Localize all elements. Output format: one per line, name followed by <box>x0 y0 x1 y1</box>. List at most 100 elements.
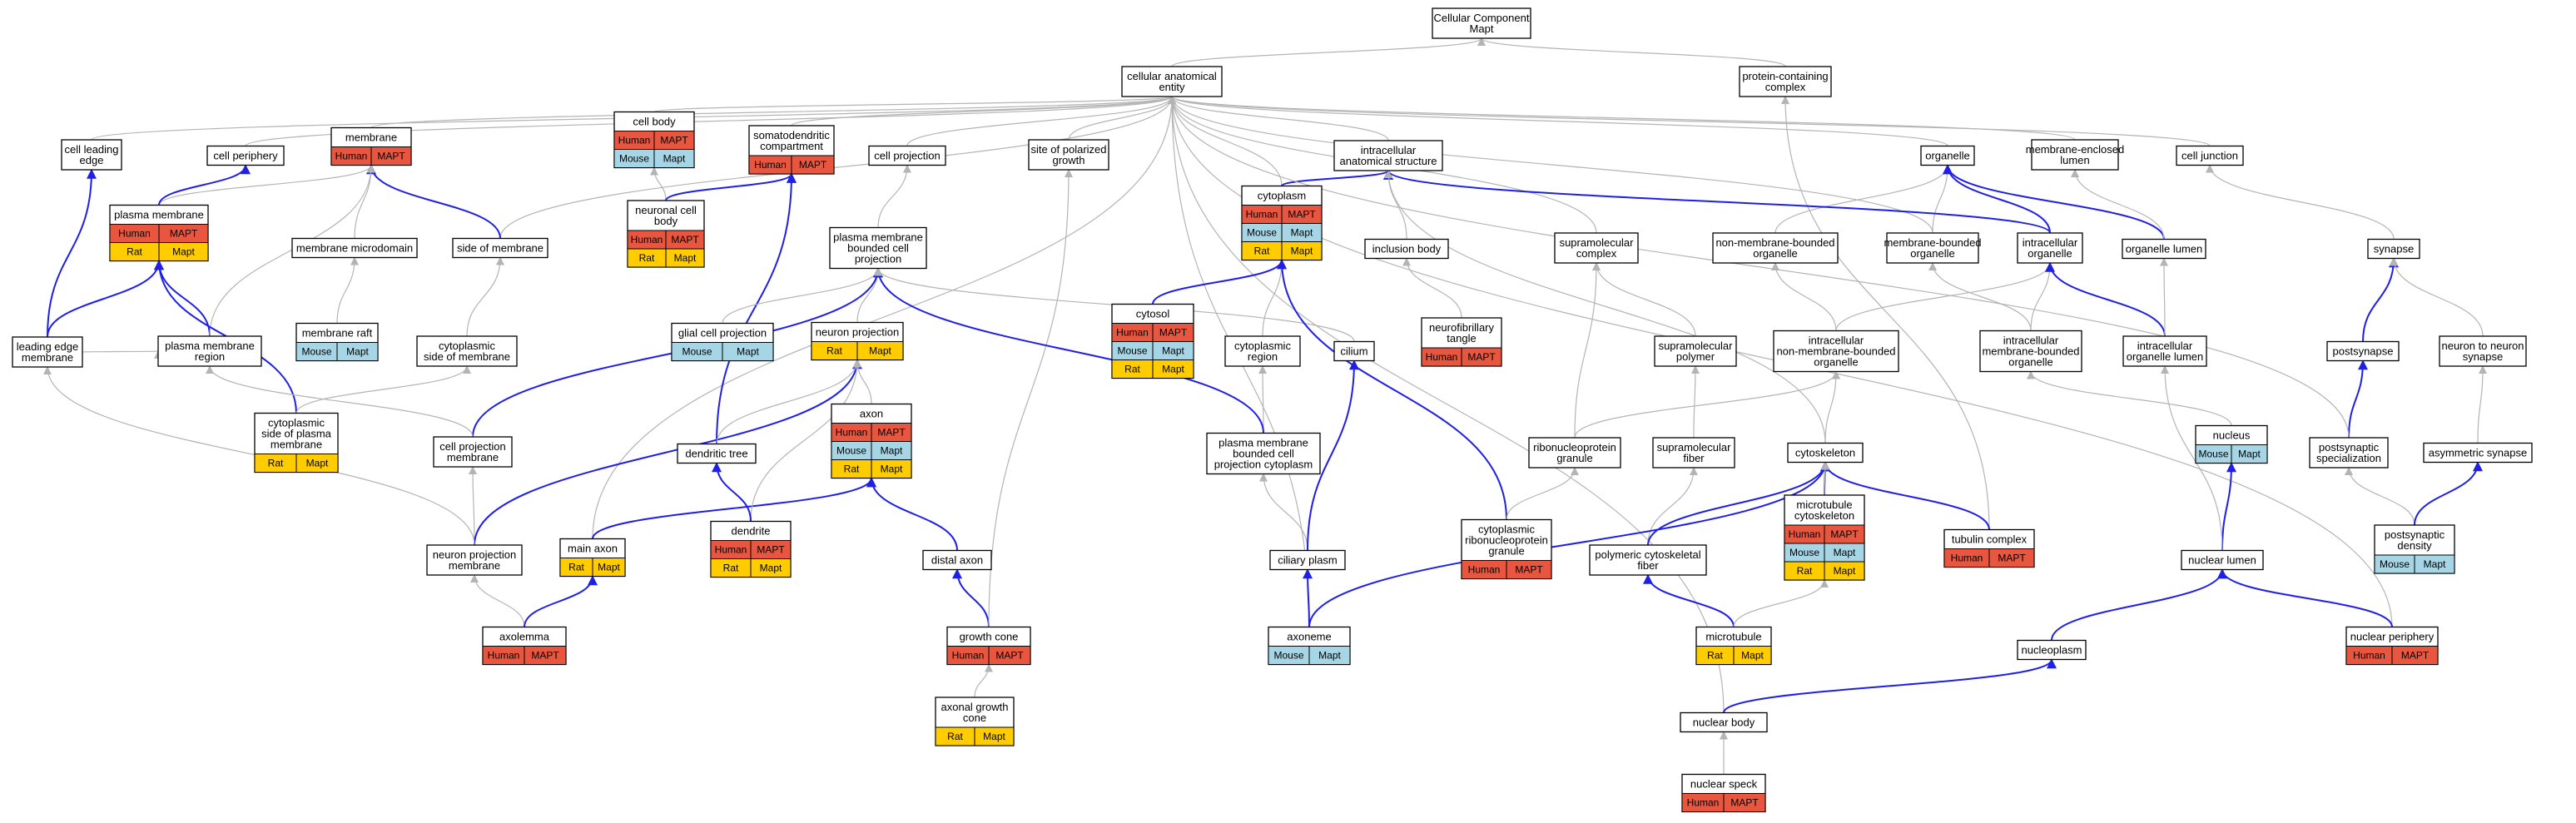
node-cysk[interactable]: cytoskeleton <box>1787 442 1864 464</box>
node-box <box>416 335 518 367</box>
node-label: cell junction <box>2181 150 2238 162</box>
node-label: glial cell projection <box>678 327 767 340</box>
edge-axoneme-to-cp <box>1303 568 1313 627</box>
node-org[interactable]: organelle <box>1920 145 1975 166</box>
node-label: non-membrane-bounded <box>1715 236 1834 249</box>
node-syn[interactable]: synapse <box>2367 238 2420 260</box>
edge-psd-to-ps <box>2345 467 2415 526</box>
node-nplasm[interactable]: nucleoplasm <box>2017 639 2087 661</box>
edge-tc-to-pcc <box>1781 96 1990 530</box>
node-nl[interactable]: nuclear lumen <box>2181 549 2264 571</box>
node-crnpg[interactable]: cytoplasmicribonucleoproteingranuleHuman… <box>1461 518 1552 580</box>
node-label: inclusion body <box>1372 243 1442 255</box>
species-name: Human <box>118 228 151 240</box>
node-cproj[interactable]: cell projection <box>868 145 946 166</box>
node-as[interactable]: asymmetric synapse <box>2423 442 2533 464</box>
edge-dt-to-somato <box>716 172 797 444</box>
node-label: Mapt <box>1470 22 1494 35</box>
node-ib[interactable]: inclusion body <box>1364 238 1449 260</box>
node-mmd[interactable]: membrane microdomain <box>291 237 418 259</box>
edge-cp-to-pmbcpc <box>1259 473 1308 551</box>
node-dt[interactable]: dendritic tree <box>677 443 757 464</box>
node-box <box>1333 140 1443 171</box>
edge-mbo-to-org <box>1932 164 1952 234</box>
gene-name: Mapt <box>737 346 759 358</box>
gene-name: Mapt <box>1291 245 1313 257</box>
node-cp[interactable]: ciliary plasm <box>1269 549 1346 571</box>
edge-cr-to-cyto <box>1262 259 1286 337</box>
node-label: cytoplasmic <box>439 340 495 352</box>
node-nbody[interactable]: nuclear body <box>1680 711 1768 733</box>
gene-name: MAPT <box>660 135 688 146</box>
node-cj[interactable]: cell junction <box>2176 145 2244 166</box>
gene-name: MAPT <box>671 234 699 245</box>
node-da[interactable]: distal axon <box>922 549 992 571</box>
node-ol[interactable]: organelle lumen <box>2122 238 2206 260</box>
node-box <box>1787 442 1864 464</box>
node-label: membrane raft <box>302 327 373 340</box>
node-inmbo[interactable]: intracellularnon-membrane-boundedorganel… <box>1773 330 1899 373</box>
gene-name: MAPT <box>170 228 198 240</box>
node-postsyn[interactable]: postsynapse <box>2326 340 2400 362</box>
node-cilium[interactable]: cilium <box>1333 340 1375 362</box>
species-name: Mouse <box>301 346 331 358</box>
node-som[interactable]: side of membrane <box>452 237 548 259</box>
node-cper[interactable]: cell periphery <box>206 145 285 166</box>
node-label: growth cone <box>960 631 1019 643</box>
